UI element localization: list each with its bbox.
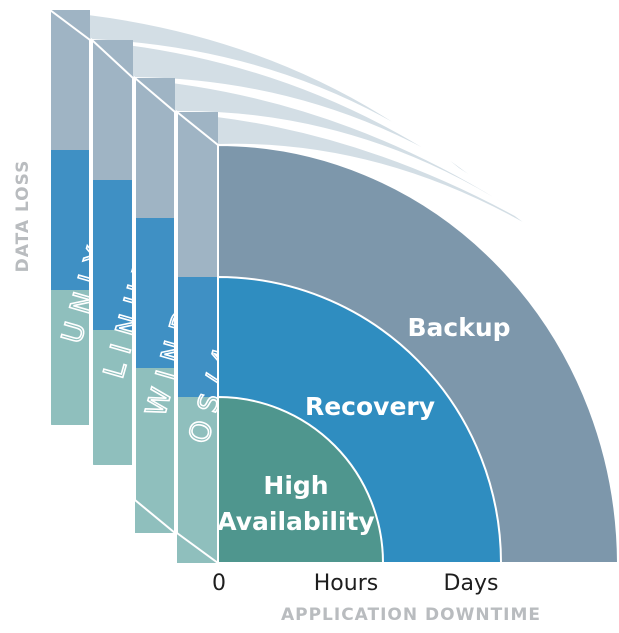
zone-label-high: High bbox=[263, 471, 328, 500]
x-tick-hours: Hours bbox=[314, 571, 378, 596]
x-tick-days: Days bbox=[444, 571, 499, 596]
zone-high-availability bbox=[217, 395, 385, 564]
y-axis-title: DATA LOSS bbox=[13, 160, 33, 273]
platform-slab-linux: LINUX bbox=[89, 37, 506, 503]
x-axis-title: APPLICATION DOWNTIME bbox=[281, 605, 541, 625]
zone-label-availability: Availability bbox=[217, 507, 374, 536]
x-tick-0: 0 bbox=[212, 571, 226, 596]
zone-label-backup: Backup bbox=[407, 313, 510, 342]
zone-label-recovery: Recovery bbox=[305, 392, 435, 421]
